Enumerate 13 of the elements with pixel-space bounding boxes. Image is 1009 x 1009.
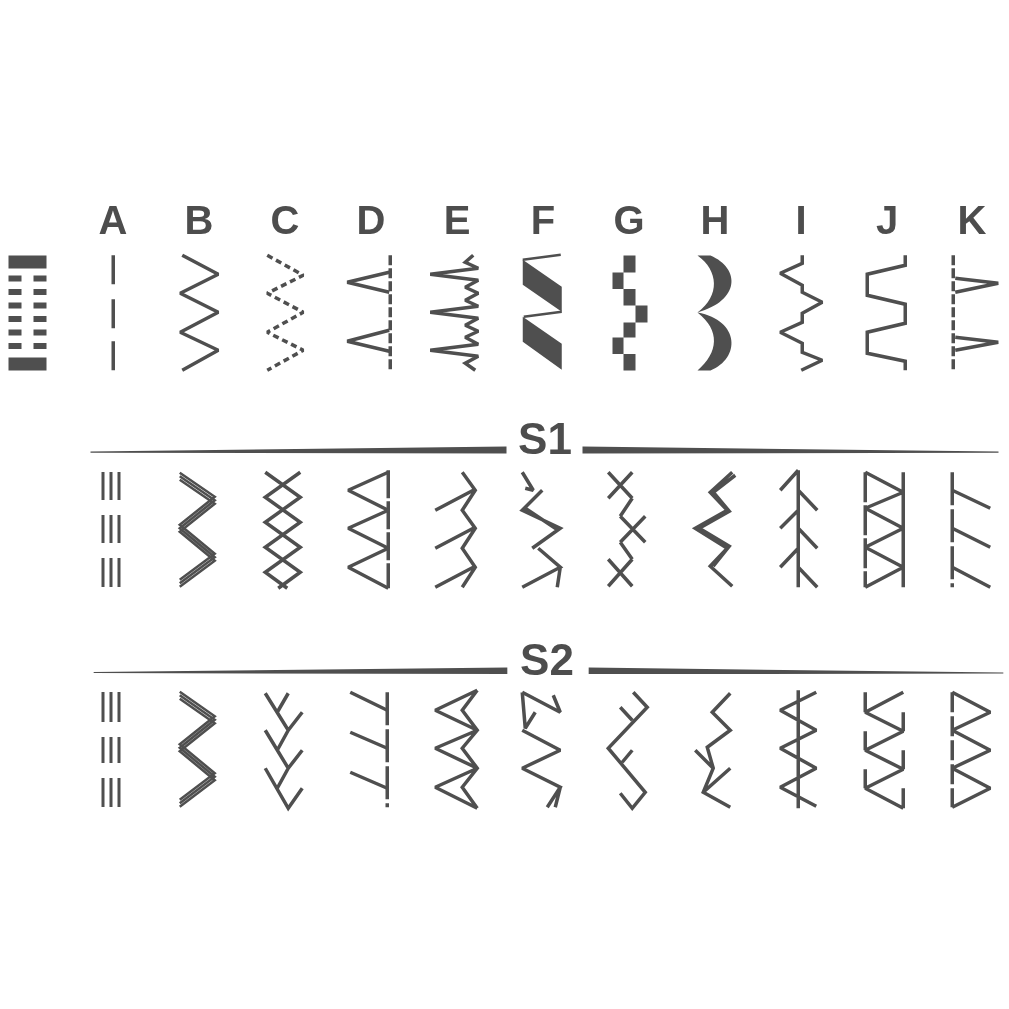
column-letter: B	[184, 200, 214, 240]
section-label: S1	[518, 417, 572, 461]
column-letter: A	[98, 200, 128, 240]
section-label: S2	[520, 638, 574, 682]
column-letter: G	[613, 200, 645, 240]
column-letter: F	[530, 200, 556, 240]
column-letter: J	[875, 200, 899, 240]
column-letter: E	[443, 200, 471, 240]
column-letter: C	[270, 200, 300, 240]
column-letter: H	[700, 200, 730, 240]
column-letter: I	[795, 200, 807, 240]
column-letter: D	[356, 200, 386, 240]
column-letter: K	[957, 200, 987, 240]
